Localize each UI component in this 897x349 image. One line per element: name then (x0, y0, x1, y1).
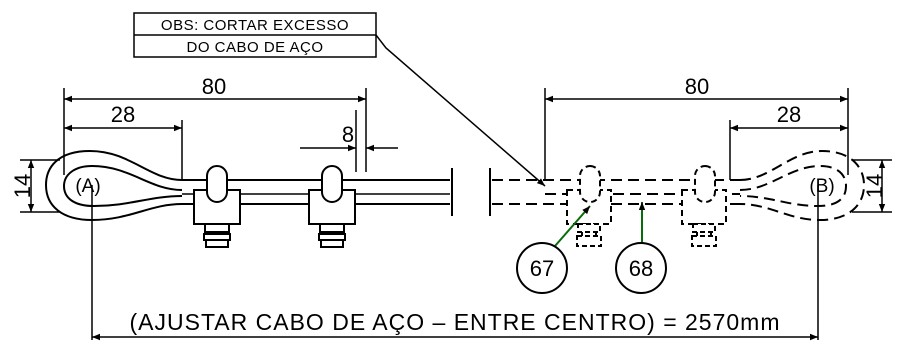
left-thimble-inner (62, 164, 183, 208)
note-leader-line (375, 34, 546, 187)
note-line-1: OBS: CORTAR EXCESSO (161, 17, 349, 34)
right-clip-1 (566, 165, 612, 247)
left-thimble-outer (44, 149, 183, 222)
overall-dimension-label: (AJUSTAR CABO DE AÇO – ENTRE CENTRO) = 2… (130, 309, 781, 335)
right-dim-28: 28 (777, 102, 801, 127)
left-dim-80: 80 (202, 74, 226, 99)
left-dim-14: 14 (10, 174, 35, 198)
callout-67-label: 67 (530, 256, 554, 281)
left-termination: (A) 80 28 8 14 (10, 74, 491, 340)
overall-dimension: (AJUSTAR CABO DE AÇO – ENTRE CENTRO) = 2… (92, 309, 818, 341)
right-termination: (B) 80 28 14 (492, 74, 892, 340)
left-clip-1 (193, 165, 241, 248)
right-dim-80: 80 (685, 74, 709, 99)
callout-67-bubble (516, 242, 568, 294)
note-line-2: DO CABO DE AÇO (186, 39, 323, 56)
left-clip-2 (308, 165, 356, 248)
note-box: OBS: CORTAR EXCESSO DO CABO DE AÇO (133, 12, 377, 58)
right-clip-2 (681, 165, 727, 247)
left-dim-28: 28 (111, 102, 135, 127)
callout-67: 67 (516, 205, 591, 294)
callout-68: 68 (615, 202, 667, 294)
point-a-label: (A) (75, 176, 100, 197)
callout-68-label: 68 (629, 256, 653, 281)
callout-68-bubble (615, 242, 667, 294)
right-thimble-outer (739, 149, 866, 222)
left-dim-8: 8 (342, 122, 354, 147)
right-thimble-inner (739, 164, 848, 208)
callout-67-leader (554, 205, 591, 247)
right-dim-14: 14 (862, 174, 887, 198)
point-b-label: (B) (809, 176, 834, 197)
